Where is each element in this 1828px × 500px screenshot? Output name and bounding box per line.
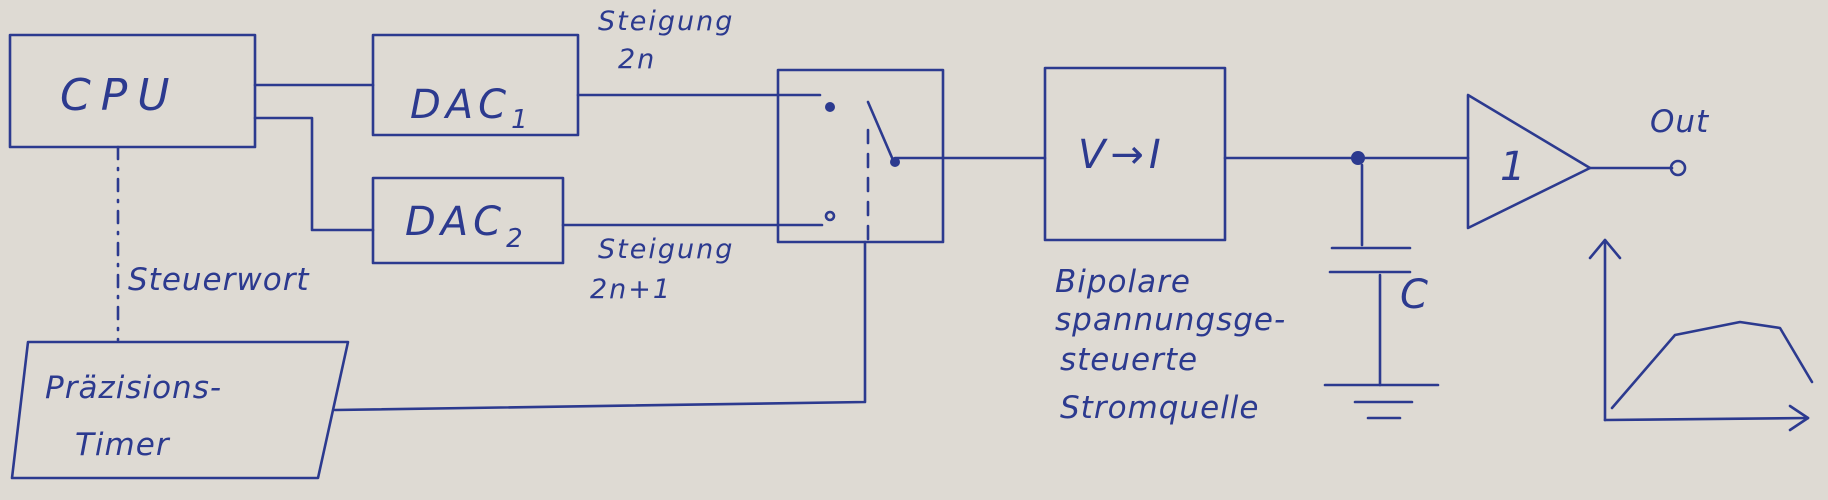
waveform-curve <box>1610 320 1814 410</box>
source-label-line1: Bipolare <box>1055 264 1191 300</box>
capacitor-label: C <box>1400 272 1433 318</box>
timer-label-line1: Präzisions- <box>45 370 222 406</box>
vi-converter-label: V→I <box>1078 132 1166 178</box>
dac2-block <box>371 176 565 265</box>
source-label-line3: steuerte <box>1060 342 1198 378</box>
amplifier-gain-label: 1 <box>1500 144 1530 190</box>
junction-node <box>1351 151 1365 165</box>
buffer-amplifier <box>1466 93 1592 230</box>
switch-block <box>776 68 945 244</box>
waveform-x-axis <box>1603 416 1810 422</box>
dac1-label: DAC1 <box>410 82 533 135</box>
precision-timer-block <box>10 340 350 480</box>
switch-contact-1 <box>825 102 835 112</box>
steuerwort-label: Steuerwort <box>128 262 310 298</box>
switch-contact-2 <box>824 210 836 222</box>
steigung-bottom-line2: 2n+1 <box>590 274 672 305</box>
wire-timer-switch <box>333 240 867 412</box>
cpu-block <box>8 33 257 149</box>
switch-arm <box>866 100 895 162</box>
output-label: Out <box>1650 104 1710 140</box>
output-terminal <box>1669 159 1687 177</box>
vi-converter-block <box>1043 66 1227 242</box>
steigung-top-line2: 2n <box>618 44 656 75</box>
source-label-line2: spannungsge- <box>1055 302 1286 338</box>
cpu-label: CPU <box>60 70 179 121</box>
timer-label-line2: Timer <box>75 427 171 463</box>
steigung-bottom-line1: Steigung <box>598 234 734 265</box>
source-label-line4: Stromquelle <box>1060 390 1259 426</box>
wire-cpu-dac2 <box>253 116 375 232</box>
dac2-label: DAC2 <box>405 199 528 254</box>
waveform-x-arrow <box>1788 404 1810 432</box>
steigung-top-line1: Steigung <box>598 6 734 37</box>
switch-pivot <box>890 157 900 167</box>
waveform-y-arrow <box>1588 238 1622 260</box>
